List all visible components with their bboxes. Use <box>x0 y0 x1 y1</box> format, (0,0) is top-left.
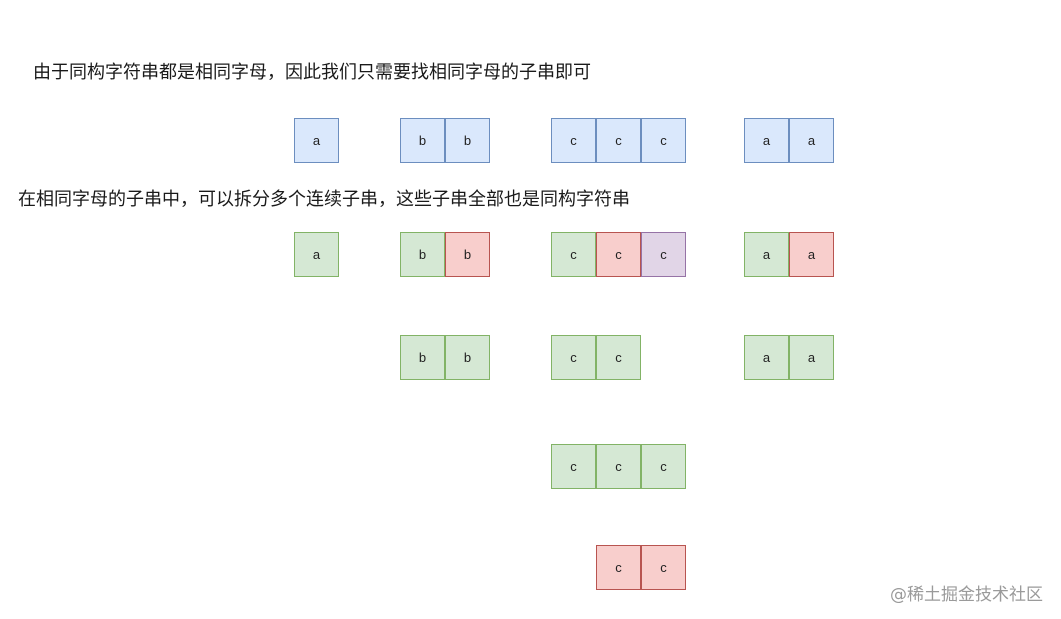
char-cell-row1-aa-1: a <box>789 118 834 163</box>
char-cell-row1-ccc-2: c <box>641 118 686 163</box>
char-cell-row2-ccc-0: c <box>551 232 596 277</box>
char-cell-row3-cc-1: c <box>596 335 641 380</box>
char-cell-row2-bb-1: b <box>445 232 490 277</box>
char-cell-row2-aa-1: a <box>789 232 834 277</box>
char-cell-row2-a-0: a <box>294 232 339 277</box>
caption-top: 由于同构字符串都是相同字母，因此我们只需要找相同字母的子串即可 <box>33 62 591 83</box>
char-cell-row3-aa-0: a <box>744 335 789 380</box>
char-cell-row3-bb-0: b <box>400 335 445 380</box>
char-cell-row2-aa-0: a <box>744 232 789 277</box>
char-cell-row3-cc-0: c <box>551 335 596 380</box>
char-cell-row1-ccc-0: c <box>551 118 596 163</box>
char-cell-row1-bb-1: b <box>445 118 490 163</box>
char-cell-row4-ccc-0: c <box>551 444 596 489</box>
char-cell-row2-ccc-1: c <box>596 232 641 277</box>
char-cell-row4-ccc-2: c <box>641 444 686 489</box>
char-cell-row3-aa-1: a <box>789 335 834 380</box>
watermark: @稀土掘金技术社区 <box>890 585 1043 605</box>
char-cell-row2-bb-0: b <box>400 232 445 277</box>
char-cell-row1-a-0: a <box>294 118 339 163</box>
char-cell-row3-bb-1: b <box>445 335 490 380</box>
char-cell-row1-aa-0: a <box>744 118 789 163</box>
char-cell-row4-ccc-1: c <box>596 444 641 489</box>
char-cell-row5-cc-1: c <box>641 545 686 590</box>
char-cell-row1-ccc-1: c <box>596 118 641 163</box>
char-cell-row1-bb-0: b <box>400 118 445 163</box>
char-cell-row2-ccc-2: c <box>641 232 686 277</box>
char-cell-row5-cc-0: c <box>596 545 641 590</box>
caption-middle: 在相同字母的子串中，可以拆分多个连续子串，这些子串全部也是同构字符串 <box>18 189 630 210</box>
